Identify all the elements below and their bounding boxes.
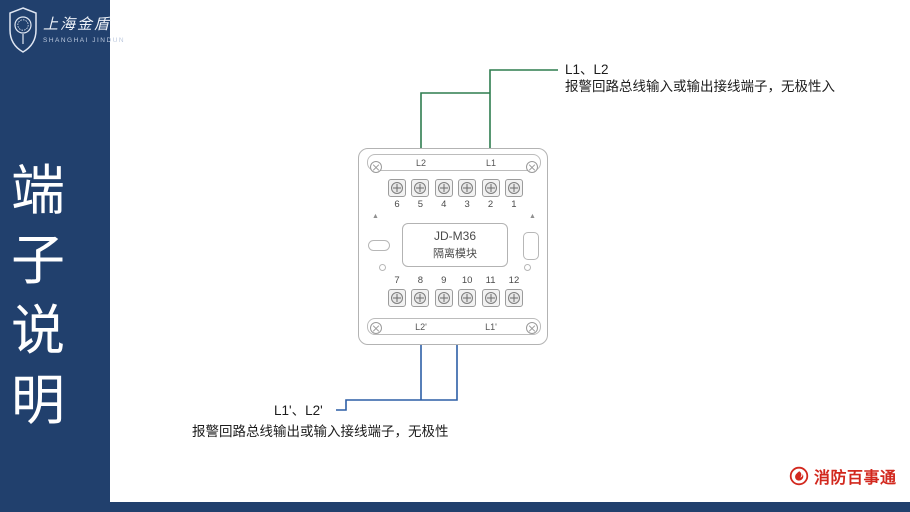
bottom-bar [0, 502, 910, 512]
triangle-marker-icon: ▲ [529, 213, 536, 220]
title-char: 子 [11, 231, 65, 291]
top-terminal-strip: L2 L1 [367, 154, 541, 171]
terminal-screw-icon [388, 289, 406, 307]
terminal-screw-icon [434, 179, 453, 197]
terminal-screw-icon [434, 289, 453, 307]
terminal-screw-icon [388, 179, 406, 197]
terminal-number: 7 [394, 275, 400, 286]
terminal-number: 3 [464, 199, 470, 210]
bottom-terminal-numbers: 7 8 9 10 11 12 [388, 275, 523, 286]
triangle-marker-icon: ▲ [372, 213, 379, 220]
top-terminal-numbers: 6 5 4 3 2 1 [388, 199, 523, 210]
bottom-bus-wire [336, 338, 458, 411]
title-char: 说 [11, 301, 65, 361]
terminal-screw-icon [481, 289, 500, 307]
top-annotation-title: L1、L2 [565, 62, 609, 77]
bottom-terminal-strip: L2' L1' [367, 318, 541, 335]
terminal-number: 5 [417, 199, 424, 210]
terminal-number: 11 [485, 275, 496, 286]
terminal-number: 6 [394, 199, 400, 210]
title-char: 端 [11, 161, 65, 221]
terminal-screw-icon [504, 179, 523, 197]
shield-logo-icon [9, 7, 37, 53]
top-terminal-row [388, 179, 523, 197]
corner-screw-icon [370, 161, 382, 173]
terminal-number: 12 [508, 275, 520, 286]
fire-service-logo-icon [789, 466, 809, 486]
terminal-number: 10 [461, 275, 473, 286]
mount-hole-icon [524, 264, 531, 271]
terminal-screw-icon [504, 289, 523, 307]
terminal-screw-icon [411, 289, 430, 307]
strip-label-l2p: L2' [415, 321, 427, 332]
strip-label-l1: L1 [485, 157, 497, 168]
page-title-vertical: 端 子 说 明 [9, 156, 67, 436]
module-name: 隔离模块 [433, 248, 477, 260]
corner-screw-icon [526, 322, 538, 334]
corner-screw-icon [526, 161, 538, 173]
terminal-screw-icon [458, 179, 477, 197]
side-slot-icon [368, 240, 390, 251]
brand-name-en: SHANGHAI JINDUN [43, 37, 126, 44]
top-annotation-desc: 报警回路总线输入或输出接线端子，无极性入 [565, 79, 835, 94]
terminal-number: 2 [487, 199, 494, 210]
company-logo: 上海金盾 SHANGHAI JINDUN [8, 7, 125, 53]
terminal-screw-icon [481, 179, 500, 197]
module-label-box: JD-M36 隔离模块 [402, 223, 508, 267]
terminal-number: 9 [441, 275, 447, 286]
terminal-screw-icon [411, 179, 430, 197]
footer-brand: 消防百事通 [789, 464, 897, 488]
terminal-number: 4 [441, 199, 447, 210]
strip-label-l1p: L1' [485, 321, 497, 332]
terminal-number: 8 [417, 275, 424, 286]
module-model: JD-M36 [433, 229, 476, 243]
logo-text: 上海金盾 SHANGHAI JINDUN [43, 7, 125, 44]
brand-name-cn: 上海金盾 [43, 17, 112, 33]
sidebar: 上海金盾 SHANGHAI JINDUN 端 子 说 明 [0, 0, 124, 512]
top-annotation: L1、L2 报警回路总线输入或输出接线端子，无极性入 [565, 61, 835, 95]
terminal-number: 1 [511, 199, 517, 210]
bottom-annotation-title: L1'、L2' [274, 403, 323, 418]
terminal-screw-icon [458, 289, 477, 307]
corner-screw-icon [370, 322, 382, 334]
footer-brand-name: 消防百事通 [814, 470, 897, 487]
title-char: 明 [11, 371, 65, 431]
side-connector-icon [523, 232, 539, 260]
mount-hole-icon [379, 264, 386, 271]
top-bus-wire [420, 69, 558, 155]
bottom-terminal-row [388, 289, 523, 307]
bottom-annotation-desc: 报警回路总线输出或输入接线端子，无极性 [192, 424, 449, 439]
isolation-module-diagram: L2 L1 L2' L1' 6 5 4 3 2 1 ▲ ▲ [358, 148, 548, 345]
strip-label-l2: L2 [415, 157, 427, 168]
